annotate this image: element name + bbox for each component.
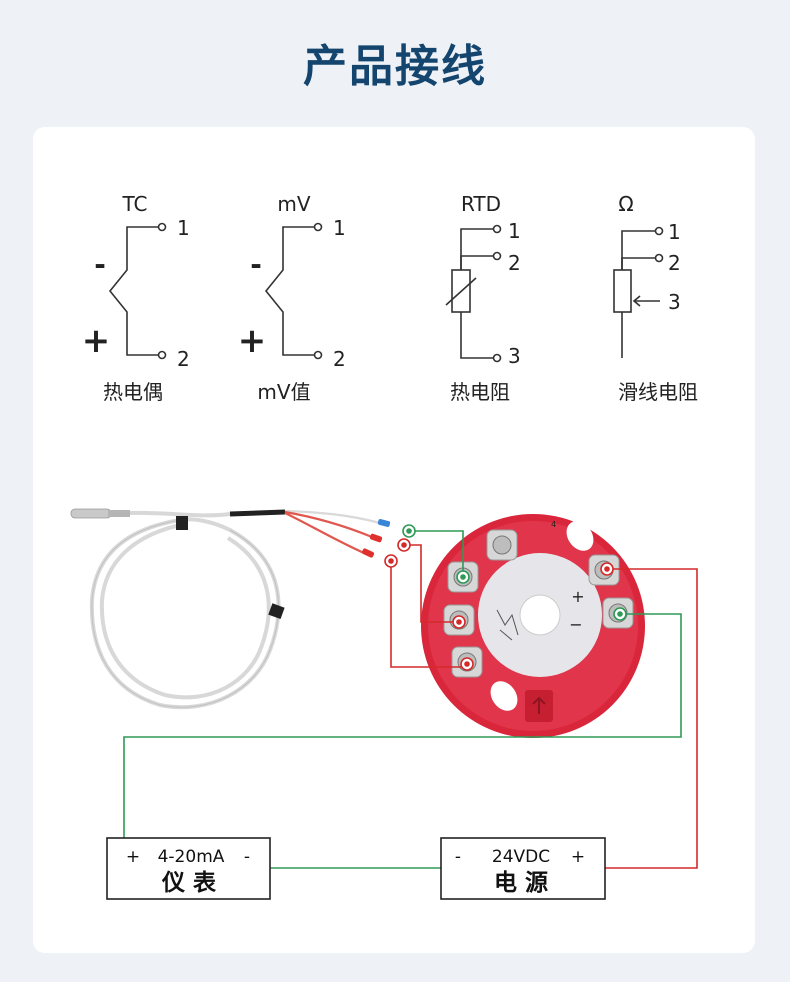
power-minus: - (455, 847, 461, 867)
tc-label: TC (121, 192, 147, 216)
mv-caption: mV值 (257, 380, 310, 404)
probe-cable-coil (89, 510, 281, 710)
probe-collar (108, 510, 130, 517)
meter-range-label: 4-20mA (158, 847, 225, 867)
ohm-terminal-2: 2 (668, 251, 681, 275)
mount-hole-top (566, 521, 594, 551)
red-wire-power (605, 568, 698, 869)
rtd-terminal-1: 1 (508, 219, 521, 243)
mv-minus-sign: - (250, 248, 262, 281)
power-voltage-label: 24VDC (492, 847, 550, 867)
meter-box: + 4-20mA - 仪 表 (106, 837, 271, 900)
tc-plus-sign: + (82, 321, 111, 361)
lead-terminal-blue (377, 518, 391, 528)
meter-plus: + (126, 847, 140, 867)
rtd-caption: 热电阻 (450, 380, 510, 404)
mv-label: mV (277, 192, 310, 216)
meter-name: 仪 表 (161, 870, 217, 896)
screw-terminal-top-left (486, 529, 518, 561)
ohm-terminal-1: 1 (668, 220, 681, 244)
ohm-terminal-3: 3 (668, 290, 681, 314)
meter-minus: - (244, 847, 250, 867)
lead-wires (284, 509, 381, 555)
mv-plus-sign: + (238, 321, 267, 361)
transmitter-module: 4 + − (421, 514, 645, 738)
rtd-symbol: RTD 1 2 3 热电阻 (445, 192, 521, 404)
module-plus-mark: + (571, 587, 584, 606)
rtd-terminal-3: 3 (508, 344, 521, 368)
power-name: 电 源 (494, 870, 548, 896)
ohm-label: Ω (618, 192, 633, 216)
sensor-mini-diagram (496, 609, 519, 641)
thermocouple-symbol: TC 1 2 - + 热电偶 (82, 192, 190, 404)
red-wire-sensor-a (404, 544, 459, 623)
tc-terminal-1: 1 (177, 216, 190, 240)
page-title: 产品接线 (303, 41, 487, 92)
tc-minus-sign: - (94, 248, 106, 281)
tc-caption: 热电偶 (103, 380, 163, 404)
lead-terminal-red-1 (369, 533, 383, 543)
module-terminal-4-mark: 4 (551, 520, 556, 529)
center-hole (519, 594, 561, 636)
slide-resistor-symbol: Ω 1 2 3 滑线电阻 (613, 192, 698, 404)
tc-terminal-2: 2 (177, 347, 190, 371)
green-wire-sensor (409, 530, 464, 577)
temperature-probe (70, 508, 391, 710)
wire-markers (384, 524, 627, 671)
probe-tip (70, 508, 112, 519)
ohm-caption: 滑线电阻 (618, 380, 698, 404)
rtd-label: RTD (461, 192, 501, 216)
module-minus-mark: − (569, 615, 582, 634)
power-plus: + (571, 847, 585, 867)
red-wire-sensor-b (390, 561, 467, 668)
cable-sleeve (229, 509, 286, 517)
cable-tie-1 (176, 516, 188, 530)
diagram-card (33, 127, 755, 953)
connection-wires (123, 530, 698, 869)
rtd-terminal-2: 2 (508, 251, 521, 275)
mv-terminal-1: 1 (333, 216, 346, 240)
cable-tie-2 (268, 603, 285, 620)
lead-terminal-red-2 (361, 548, 375, 558)
green-wire-meter (123, 613, 682, 838)
power-box: - 24VDC + 电 源 (440, 837, 606, 900)
mount-hole-bottom (490, 681, 518, 711)
mv-terminal-2: 2 (333, 347, 346, 371)
millivolt-symbol: mV 1 2 - + mV值 (238, 192, 346, 404)
